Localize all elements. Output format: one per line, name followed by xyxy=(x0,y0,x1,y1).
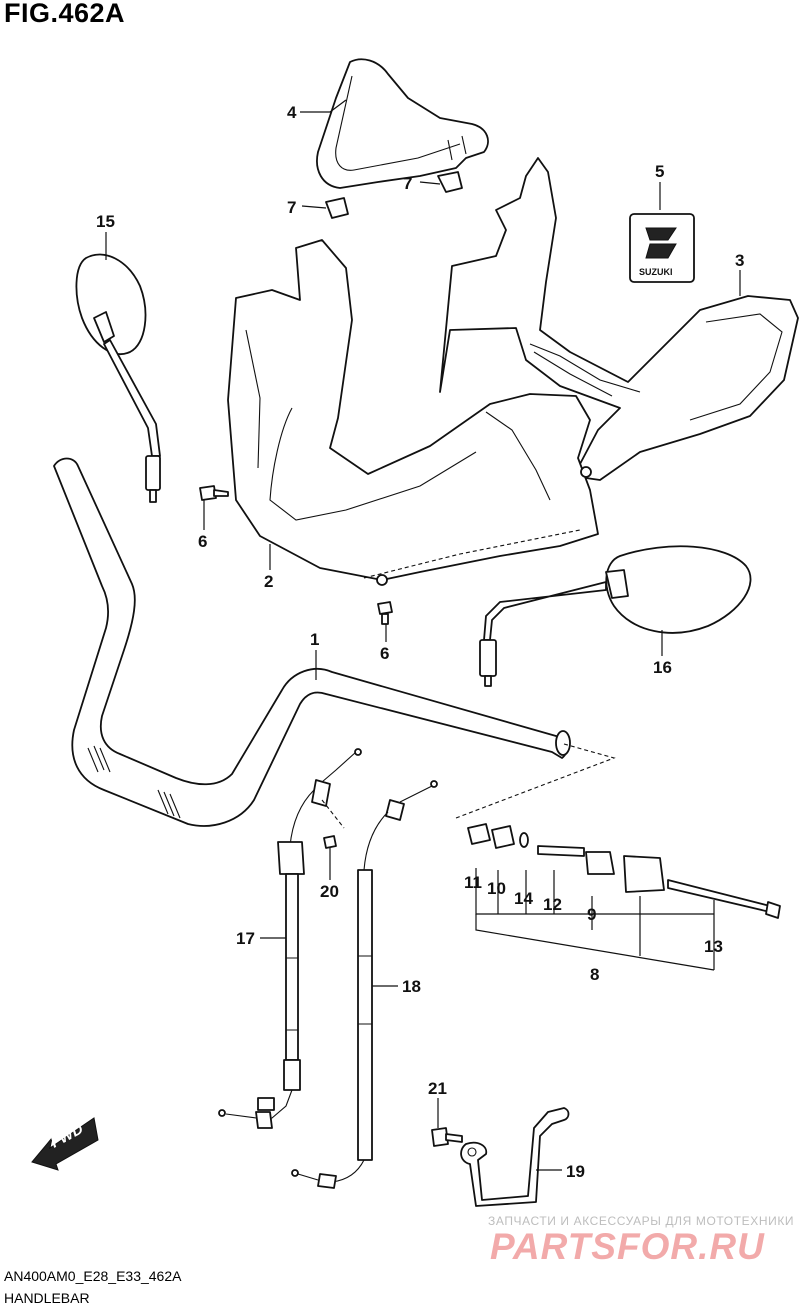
callout-21: 21 xyxy=(428,1079,447,1098)
callout-7-left: 7 xyxy=(287,198,296,217)
fwd-arrow: FWD xyxy=(31,1117,99,1171)
callout-17: 17 xyxy=(236,929,255,948)
part-1-handlebar[interactable] xyxy=(53,457,571,827)
part-21-bolt[interactable] xyxy=(431,1127,463,1147)
callout-3: 3 xyxy=(735,251,744,270)
part-17-throttle-cable[interactable] xyxy=(218,748,362,1129)
part-20-screw[interactable] xyxy=(321,799,345,849)
emblem-label: SUZUKI xyxy=(639,267,673,277)
part-4-upper-cover[interactable] xyxy=(316,58,489,189)
part-12-rod[interactable] xyxy=(537,845,585,857)
part-6-screw-center[interactable] xyxy=(377,601,393,625)
callout-14: 14 xyxy=(514,889,533,908)
part-10-sleeve[interactable] xyxy=(491,825,515,849)
part-5-emblem[interactable]: SUZUKI xyxy=(629,213,695,283)
callout-1: 1 xyxy=(310,630,319,649)
callout-9: 9 xyxy=(587,905,596,924)
part-2-front-cover[interactable] xyxy=(227,239,599,586)
callout-10: 10 xyxy=(487,879,506,898)
part-16-mirror-right[interactable] xyxy=(479,545,752,687)
callout-20: 20 xyxy=(320,882,339,901)
part-9-collar[interactable] xyxy=(585,851,615,875)
watermark-tagline: ЗАПЧАСТИ И АКСЕССУАРЫ ДЛЯ МОТОТЕХНИКИ xyxy=(488,1214,795,1228)
diagram-code: AN400AM0_E28_E33_462A xyxy=(4,1268,182,1284)
callout-18: 18 xyxy=(402,977,421,996)
callout-16: 16 xyxy=(653,658,672,677)
callout-7-right: 7 xyxy=(403,174,412,193)
callout-19: 19 xyxy=(566,1162,585,1181)
part-11-nut[interactable] xyxy=(467,823,491,845)
callout-13: 13 xyxy=(704,937,723,956)
part-13-bolt[interactable] xyxy=(667,879,781,919)
callout-12: 12 xyxy=(543,895,562,914)
part-7-clip-right[interactable] xyxy=(437,171,463,193)
callout-11: 11 xyxy=(464,873,482,892)
callout-2: 2 xyxy=(264,572,273,591)
callout-6-center: 6 xyxy=(380,644,389,663)
watermark-logo: PARTSFOR.RU xyxy=(490,1226,765,1267)
figure-title: FIG.462A xyxy=(4,0,126,28)
part-18-throttle-cable-2[interactable] xyxy=(291,780,438,1189)
part-7-clip-left[interactable] xyxy=(325,197,349,219)
callout-15: 15 xyxy=(96,212,115,231)
part-6-screw-left[interactable] xyxy=(199,485,229,501)
part-15-mirror-left[interactable] xyxy=(75,253,161,503)
callout-6-left: 6 xyxy=(198,532,207,551)
part-19-bracket[interactable] xyxy=(460,1107,570,1207)
callout-4: 4 xyxy=(287,103,297,122)
diagram-name: HANDLEBAR xyxy=(4,1290,90,1306)
part-3-inner-cover[interactable] xyxy=(439,157,799,481)
part-14-washer[interactable] xyxy=(519,832,529,848)
callout-8: 8 xyxy=(590,965,599,984)
callout-5: 5 xyxy=(655,162,664,181)
part-8-weight[interactable] xyxy=(623,855,665,893)
